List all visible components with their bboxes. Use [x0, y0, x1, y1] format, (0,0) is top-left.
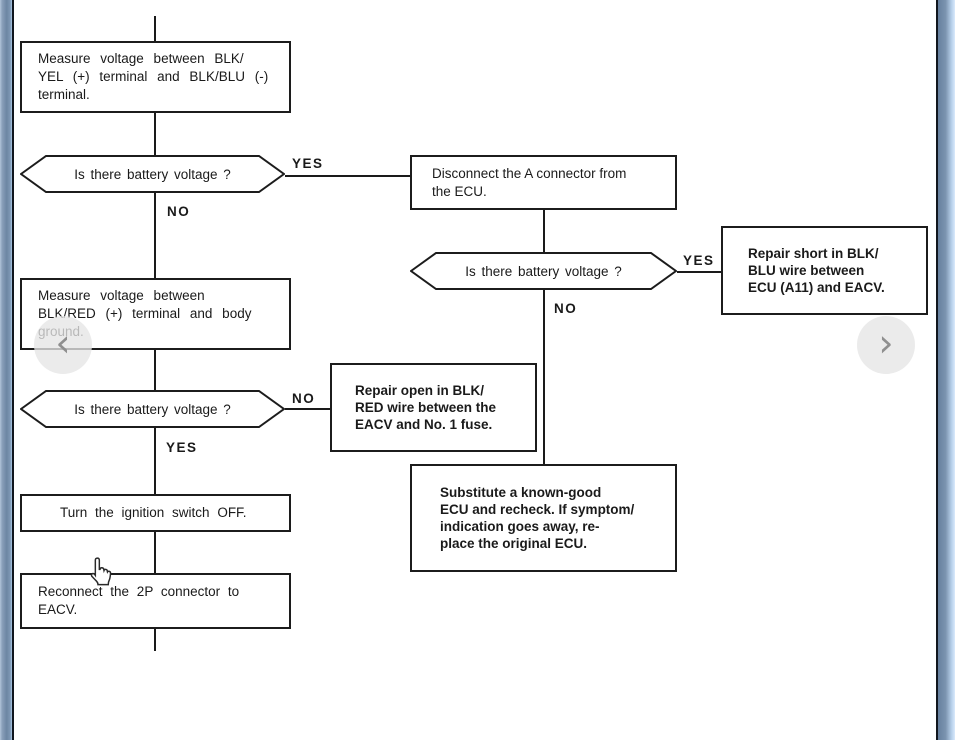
- process-box-disconnect-a: Disconnect the A connector from the ECU.: [410, 155, 677, 210]
- connector-line: [285, 175, 410, 177]
- process-box-reconnect-2p: Reconnect the 2P connector to EACV.: [20, 573, 291, 629]
- process-box-repair-open: Repair open in BLK/ RED wire between the…: [330, 363, 537, 452]
- process-box-measure-blk-yel: Measure voltage between BLK/ YEL (+) ter…: [20, 41, 291, 113]
- connector-line: [154, 350, 156, 390]
- connector-line: [154, 629, 156, 651]
- branch-label-yes: YES: [683, 253, 715, 268]
- process-box-text: Turn the ignition switch OFF.: [60, 505, 247, 520]
- decision-text: Is there battery voltage ?: [74, 401, 231, 417]
- connector-line: [677, 271, 721, 273]
- process-box-text: Substitute a known-good ECU and recheck.…: [440, 485, 635, 551]
- connector-line: [154, 532, 156, 573]
- hexagon-shape-icon: [20, 155, 285, 193]
- previous-image-button[interactable]: ‹: [34, 316, 92, 374]
- decision-text: Is there battery voltage ?: [465, 263, 622, 279]
- connector-line: [285, 408, 330, 410]
- decision-battery-voltage-1: Is there battery voltage ?: [20, 155, 285, 193]
- branch-label-yes: YES: [166, 440, 198, 455]
- process-box-substitute-ecu: Substitute a known-good ECU and recheck.…: [410, 464, 677, 572]
- branch-label-no: NO: [167, 204, 191, 219]
- branch-label-no: NO: [554, 301, 578, 316]
- viewer-right-border: [936, 0, 955, 740]
- process-box-repair-short: Repair short in BLK/ BLU wire between EC…: [721, 226, 928, 315]
- hexagon-shape-icon: [410, 252, 677, 290]
- connector-line: [154, 193, 156, 278]
- process-box-ignition-off: Turn the ignition switch OFF.: [20, 494, 291, 532]
- process-box-text: Reconnect the 2P connector to EACV.: [38, 584, 240, 617]
- chevron-left-icon: ‹: [55, 321, 71, 365]
- process-box-text: Measure voltage between BLK/RED (+) term…: [38, 288, 252, 339]
- next-image-button[interactable]: ›: [857, 316, 915, 374]
- chevron-right-icon: ›: [878, 321, 894, 365]
- branch-label-yes: YES: [292, 156, 324, 171]
- process-box-text: Repair open in BLK/ RED wire between the…: [355, 383, 497, 432]
- connector-line: [154, 428, 156, 494]
- connector-line: [543, 210, 545, 252]
- branch-label-no: NO: [292, 391, 316, 406]
- connector-line: [154, 16, 156, 41]
- decision-text: Is there battery voltage ?: [74, 166, 231, 182]
- process-box-text: Measure voltage between BLK/ YEL (+) ter…: [38, 51, 269, 102]
- process-box-text: Repair short in BLK/ BLU wire between EC…: [748, 246, 885, 295]
- connector-line: [543, 290, 545, 464]
- hexagon-shape-icon: [20, 390, 285, 428]
- decision-battery-voltage-2: Is there battery voltage ?: [410, 252, 677, 290]
- viewer-left-border: [0, 0, 14, 740]
- process-box-text: Disconnect the A connector from the ECU.: [432, 165, 627, 199]
- connector-line: [154, 113, 156, 155]
- decision-battery-voltage-3: Is there battery voltage ?: [20, 390, 285, 428]
